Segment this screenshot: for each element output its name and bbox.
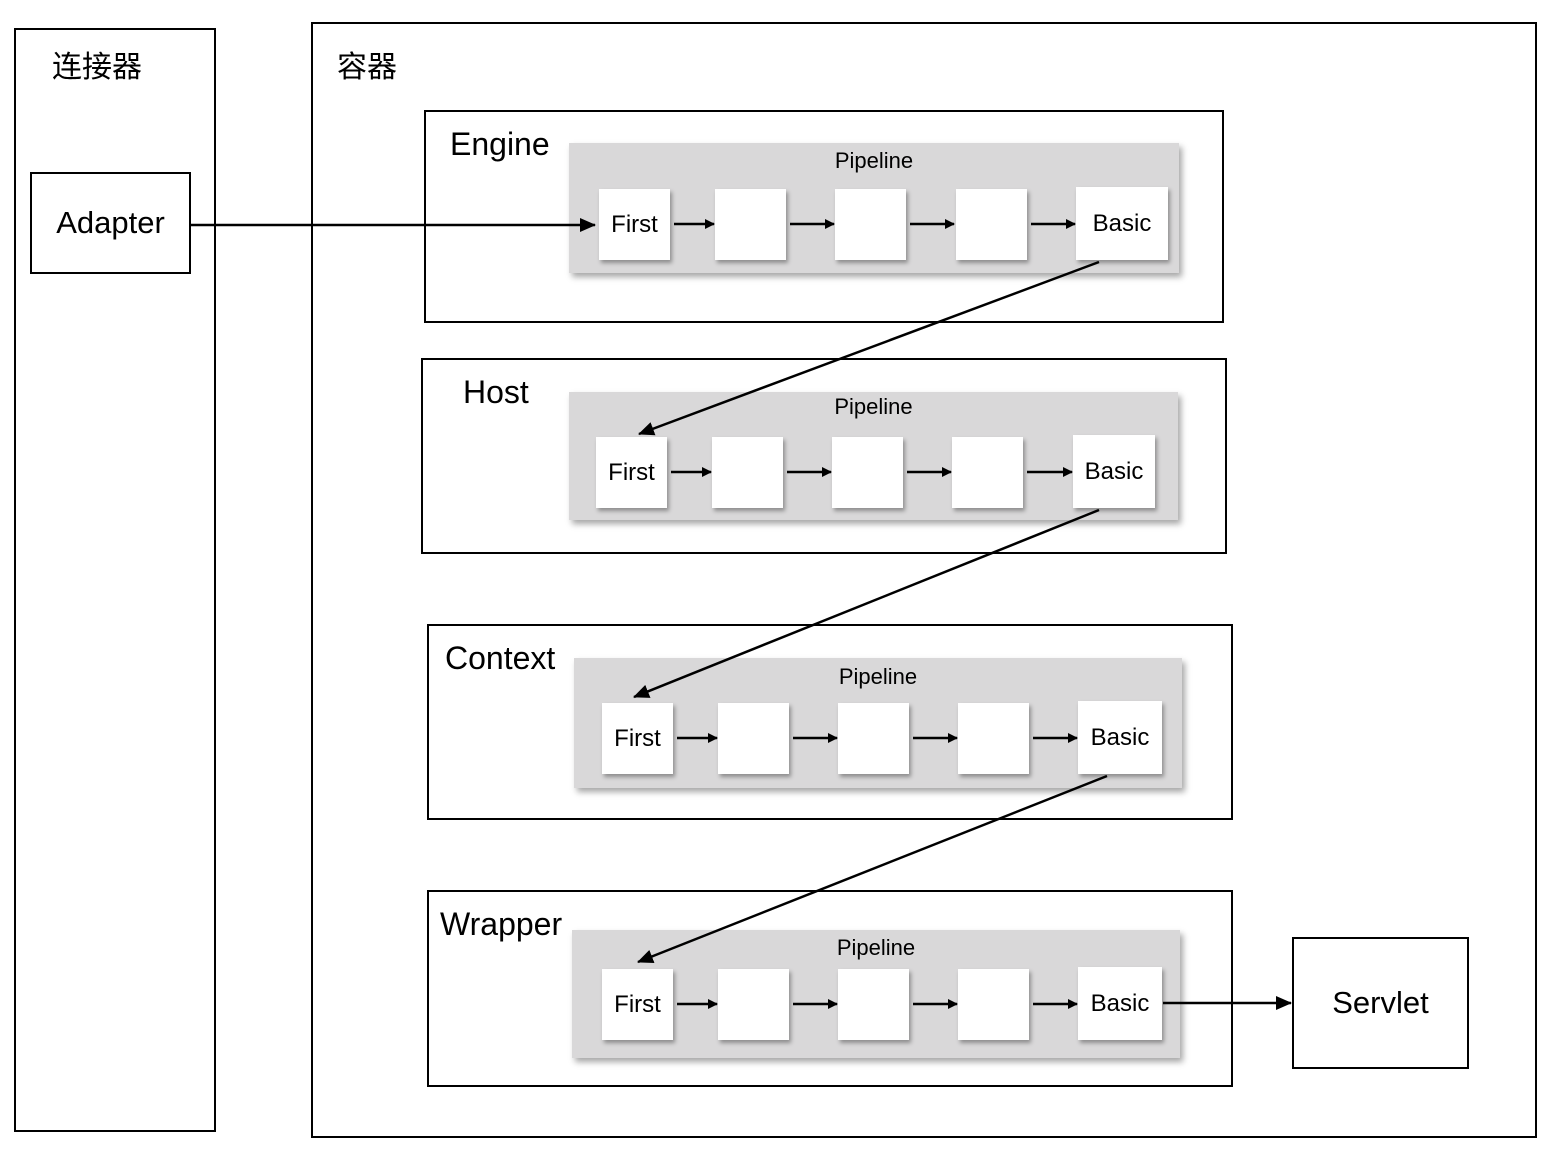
context-pipeline-label: Pipeline: [838, 664, 918, 689]
adapter-box: Adapter: [30, 172, 191, 274]
engine-basic-valve: Basic: [1076, 187, 1168, 260]
wrapper-valve-2: [718, 969, 789, 1040]
engine-first-label: First: [611, 210, 658, 238]
wrapper-title: Wrapper: [440, 906, 563, 942]
context-title: Context: [445, 640, 556, 676]
container-box: 容器: [311, 22, 1537, 1138]
host-valve-2: [712, 437, 783, 508]
servlet-label: Servlet: [1332, 985, 1429, 1020]
servlet-box: Servlet: [1292, 937, 1469, 1069]
engine-first-valve: First: [599, 189, 670, 260]
context-valve-3: [838, 703, 909, 774]
context-basic-valve: Basic: [1078, 701, 1162, 774]
host-first-valve: First: [596, 437, 667, 508]
wrapper-valve-3: [838, 969, 909, 1040]
context-first-valve: First: [602, 703, 673, 774]
host-title: Host: [463, 374, 529, 410]
host-basic-valve: Basic: [1073, 435, 1155, 508]
host-valve-4: [952, 437, 1023, 508]
engine-valve-2: [715, 189, 786, 260]
engine-title: Engine: [450, 126, 550, 162]
engine-valve-3: [835, 189, 906, 260]
engine-valve-4: [956, 189, 1027, 260]
wrapper-valve-4: [958, 969, 1029, 1040]
engine-basic-label: Basic: [1092, 209, 1152, 237]
host-first-label: First: [608, 458, 655, 486]
context-valve-2: [718, 703, 789, 774]
host-pipeline-label: Pipeline: [834, 394, 913, 419]
wrapper-pipeline-label: Pipeline: [836, 935, 916, 960]
connector-title: 连接器: [52, 51, 142, 84]
context-basic-label: Basic: [1090, 723, 1150, 751]
container-title: 容器: [337, 51, 397, 84]
host-basic-label: Basic: [1084, 457, 1144, 485]
wrapper-first-valve: First: [602, 969, 673, 1040]
context-first-label: First: [614, 724, 661, 752]
wrapper-basic-label: Basic: [1090, 989, 1150, 1017]
engine-pipeline-label: Pipeline: [834, 148, 914, 173]
wrapper-basic-valve: Basic: [1078, 967, 1162, 1040]
connector-box: 连接器: [14, 28, 216, 1132]
context-valve-4: [958, 703, 1029, 774]
wrapper-first-label: First: [614, 990, 661, 1018]
adapter-label: Adapter: [56, 205, 165, 240]
host-valve-3: [832, 437, 903, 508]
